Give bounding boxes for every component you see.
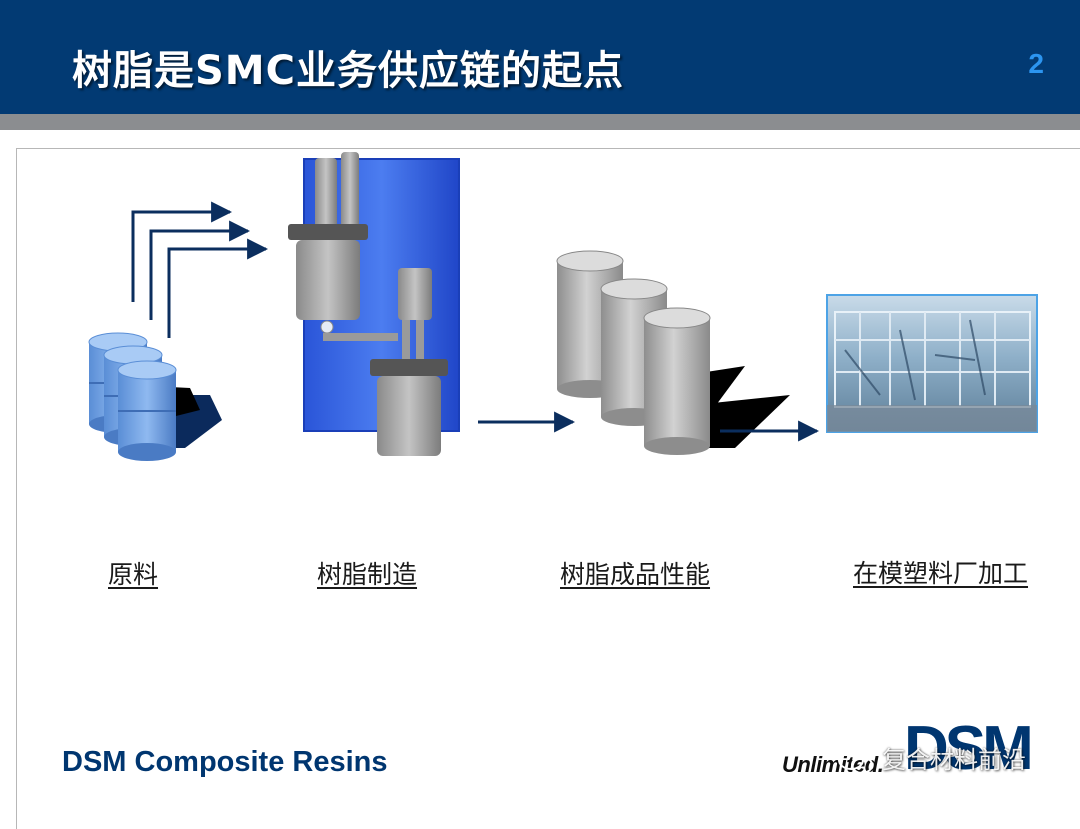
step-label-molding-processing: 在模塑料厂加工 (853, 559, 1029, 588)
slide-title: 树脂是SMC业务供应链的起点 (72, 48, 624, 94)
input-arrows (131, 201, 269, 338)
header-divider (0, 114, 1080, 130)
step-label-raw-material: 原料 (108, 560, 159, 589)
molding-plant-photo (826, 294, 1038, 433)
watermark-text: 复合材料前沿 (882, 746, 1026, 774)
resin-reactor-icon (288, 152, 460, 456)
page-number: 2 (1028, 48, 1044, 79)
header-bar: 树脂是SMC业务供应链的起点 2 (0, 0, 1080, 114)
footer-brand-text: DSM Composite Resins (62, 746, 388, 778)
resin-product-cylinders-icon (556, 250, 790, 455)
step-label-resin-product-performance: 树脂成品性能 (560, 560, 711, 589)
supply-chain-diagram (88, 152, 1038, 461)
step-label-resin-manufacturing: 树脂制造 (317, 560, 418, 589)
wechat-icon (838, 750, 873, 774)
content-frame (16, 148, 1080, 829)
dsm-logo: DSM (904, 714, 1034, 783)
raw-material-drums-icon (88, 332, 222, 461)
